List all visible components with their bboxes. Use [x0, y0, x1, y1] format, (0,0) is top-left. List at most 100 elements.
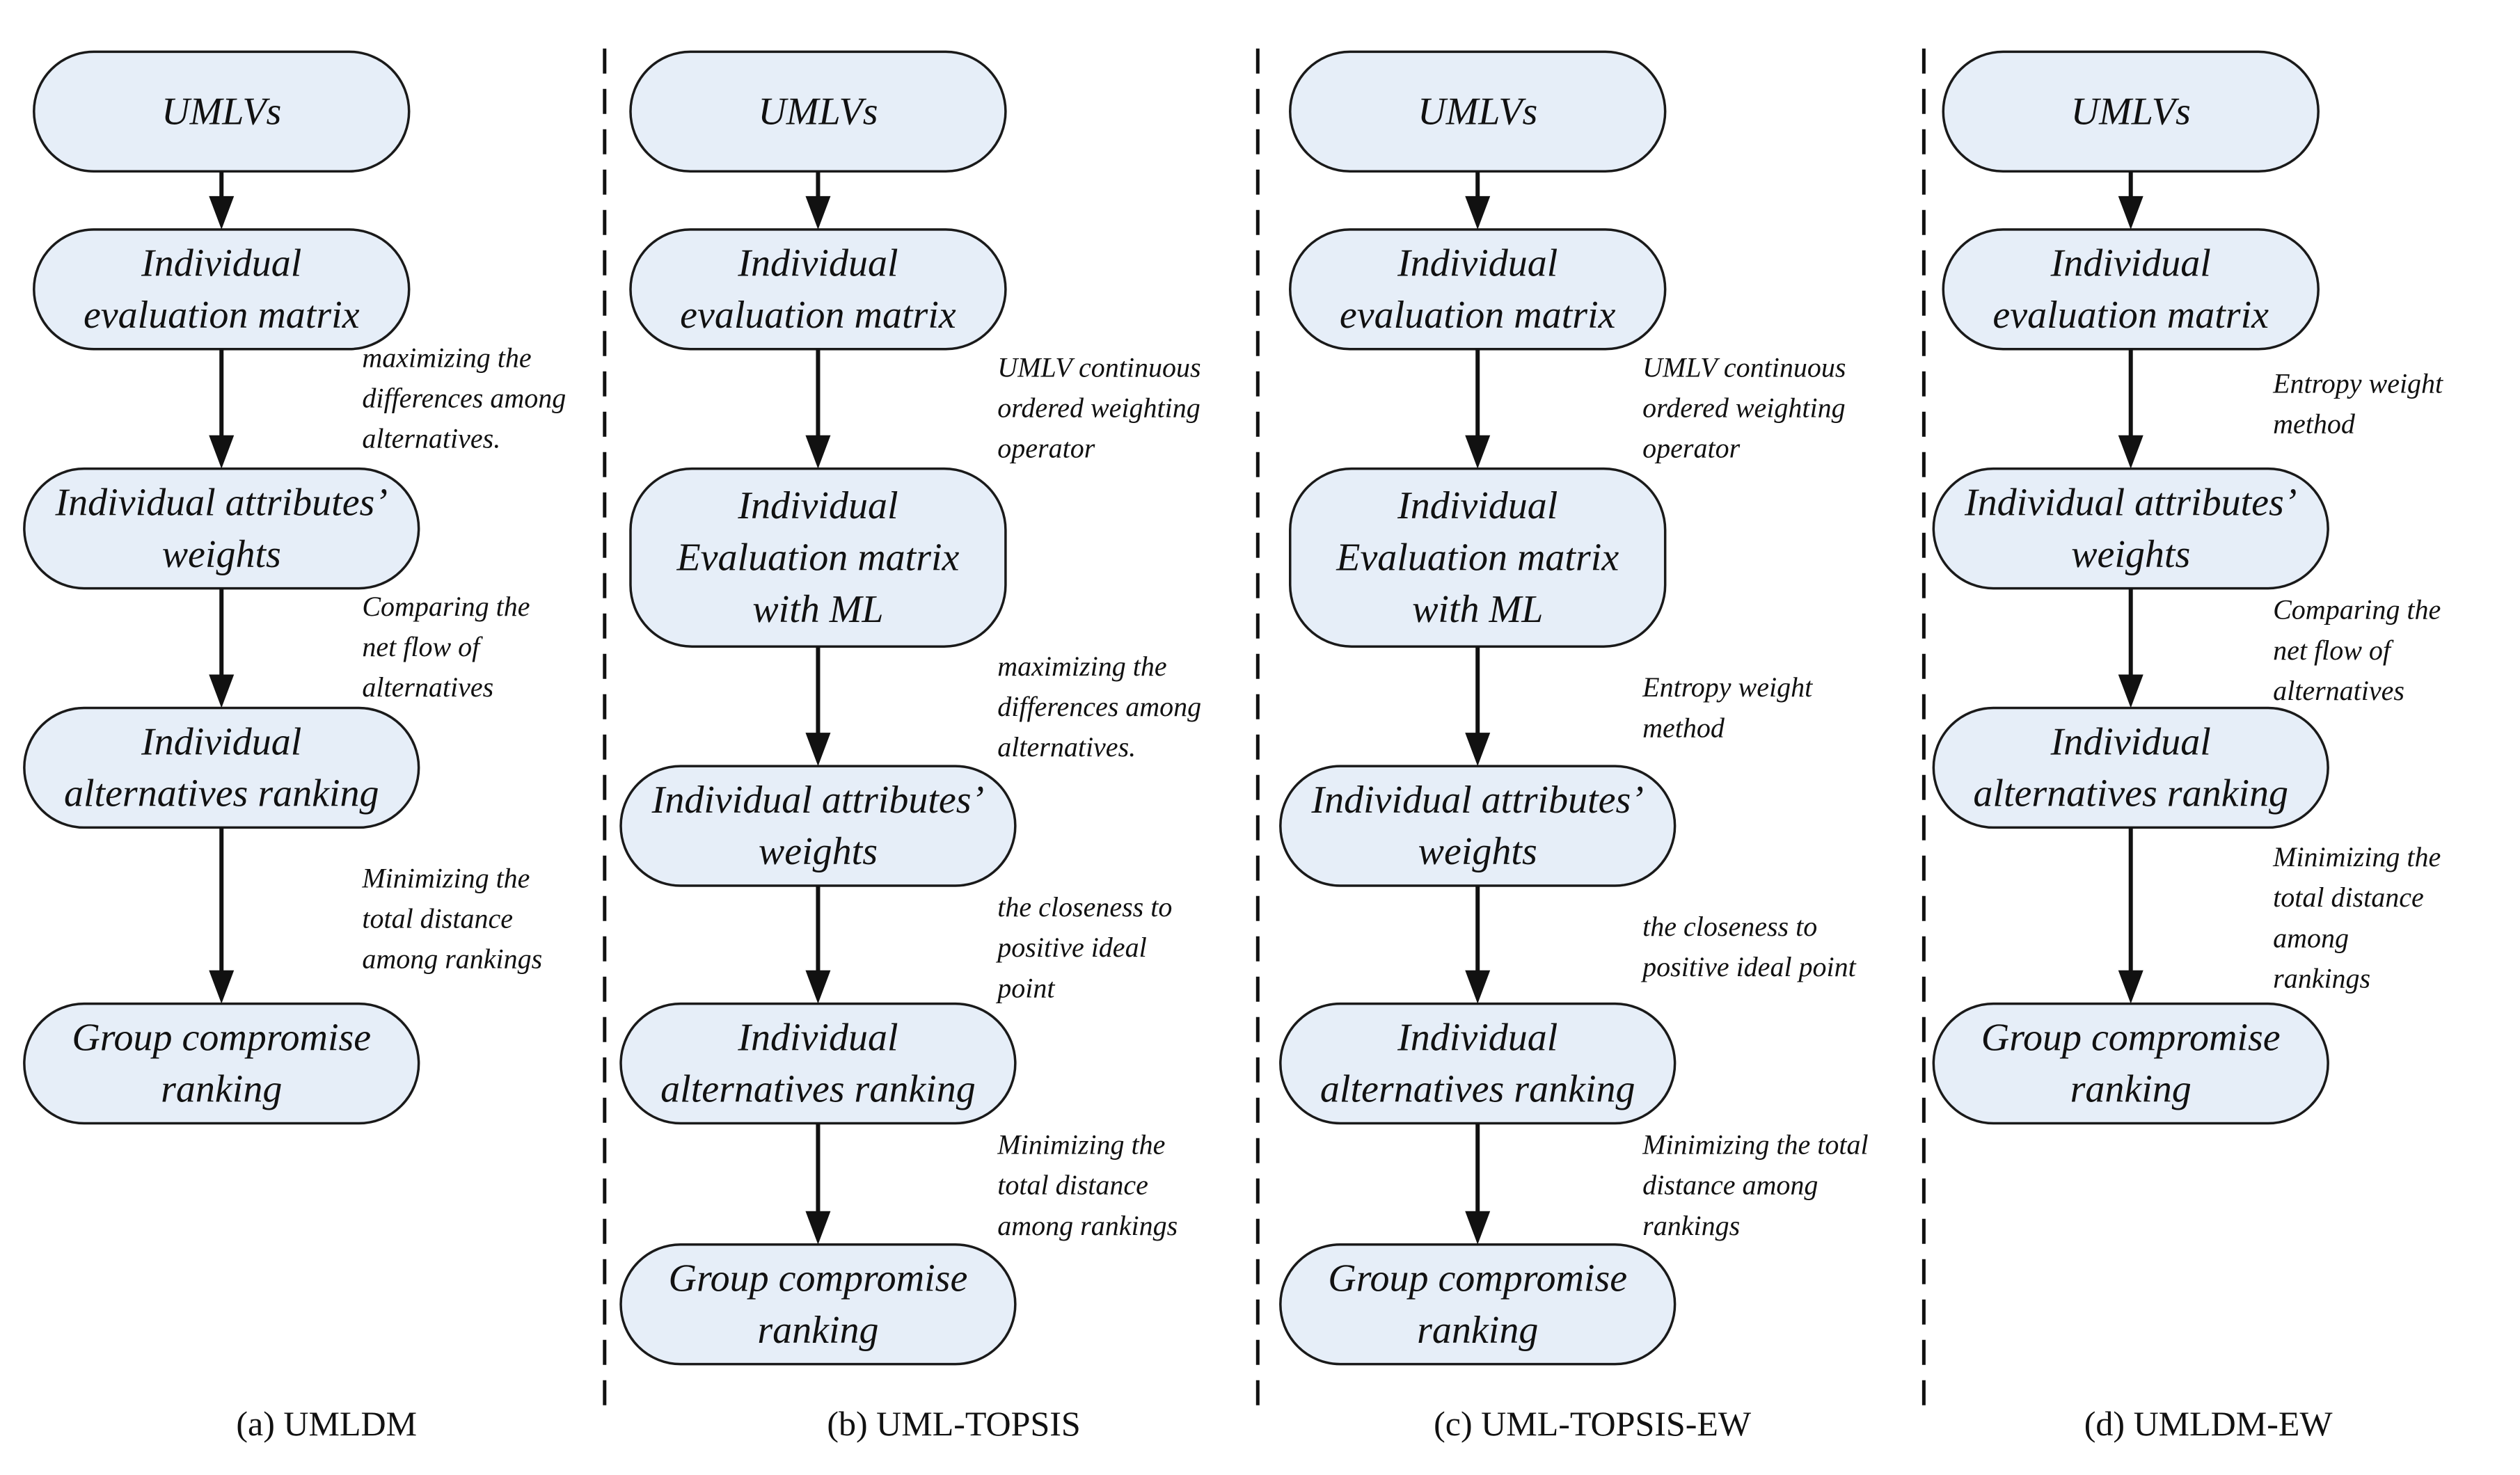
node-label: weights [2071, 533, 2190, 576]
annotation-line: Entropy weight [1642, 671, 1813, 703]
annotation-line: operator [1642, 432, 1740, 463]
annotation-line: positive ideal [995, 932, 1146, 963]
arrow-b-4 [805, 1123, 831, 1245]
node-label: Individual attributes’ [1964, 481, 2297, 524]
annotation-line: method [2273, 408, 2356, 440]
node-label: Individual [737, 1016, 898, 1059]
annotation-line: differences among [997, 691, 1201, 722]
annotation-line: Minimizing the total [1642, 1129, 1868, 1161]
annotation-line: method [1642, 712, 1725, 743]
node-label: ranking [757, 1309, 878, 1352]
arrow-b-1 [805, 349, 831, 469]
node-label: weights [759, 830, 878, 873]
node-label: Group compromise [1328, 1257, 1627, 1300]
arrow-a-3 [209, 827, 235, 1004]
node-label: Individual attributes’ [1310, 779, 1644, 822]
node-label: Individual [141, 242, 301, 285]
arrow-d-2 [2118, 588, 2143, 708]
node-b-4: Individual alternatives ranking [619, 1002, 1017, 1125]
node-b-0: UMLVs [629, 50, 1007, 173]
node-b-3: Individual attributes’weights [619, 765, 1017, 887]
node-label: Individual [1397, 1016, 1558, 1059]
node-c-1: Individual evaluation matrix [1289, 228, 1667, 351]
annotation-line: the closeness to [997, 891, 1172, 923]
node-label: ranking [2070, 1068, 2192, 1111]
node-label: Evaluation matrix [1336, 536, 1619, 579]
arrow-c-0 [1465, 171, 1491, 230]
node-label: evaluation matrix [1340, 294, 1616, 337]
node-label: UMLVs [2071, 90, 2191, 133]
node-label: ranking [1417, 1309, 1538, 1352]
annotation-c-1: Entropy weight method [1642, 671, 1813, 743]
node-label: with ML [752, 588, 883, 631]
node-label: weights [162, 533, 281, 576]
node-c-3: Individual attributes’weights [1279, 765, 1677, 887]
node-label: Individual [1397, 484, 1558, 527]
annotation-line: Minimizing the [2272, 841, 2441, 872]
node-label: Group compromise [72, 1016, 371, 1059]
node-label: Individual [737, 242, 898, 285]
arrow-c-4 [1465, 1123, 1491, 1245]
node-label: UMLVs [1418, 90, 1537, 133]
arrow-b-2 [805, 646, 831, 767]
annotation-d-2: Minimizing the total distance among ranking… [2272, 841, 2441, 994]
arrow-d-0 [2118, 171, 2143, 230]
annotation-line: total distance [2273, 882, 2424, 913]
node-d-3: Individual alternatives ranking [1932, 706, 2329, 829]
annotation-line: ordered weighting [997, 392, 1200, 423]
node-label: alternatives ranking [64, 772, 379, 815]
node-b-1: Individual evaluation matrix [629, 228, 1007, 351]
node-c-4: Individual alternatives ranking [1279, 1002, 1677, 1125]
arrow-b-0 [805, 171, 831, 230]
caption-b: (b) UML-TOPSIS [827, 1404, 1080, 1443]
annotation-line: rankings [2273, 962, 2370, 994]
node-label: alternatives ranking [660, 1068, 976, 1111]
annotation-line: net flow of [362, 631, 483, 662]
node-a-0: UMLVs [33, 50, 411, 173]
node-label: Group compromise [1981, 1016, 2281, 1059]
annotation-line: operator [997, 432, 1095, 463]
node-label: with ML [1412, 588, 1543, 631]
node-label: alternatives ranking [1973, 772, 2288, 815]
node-b-5: Group compromise ranking [619, 1243, 1017, 1366]
node-label: Group compromise [669, 1257, 968, 1300]
annotation-line: among [2273, 922, 2349, 953]
annotation-line: maximizing the [997, 651, 1166, 682]
arrow-d-3 [2118, 827, 2143, 1004]
node-label: evaluation matrix [680, 294, 956, 337]
node-label: Individual [2050, 720, 2211, 763]
node-label: Individual [737, 484, 898, 527]
node-c-5: Group compromise ranking [1279, 1243, 1677, 1366]
node-d-4: Group compromise ranking [1932, 1002, 2329, 1125]
annotation-line: the closeness to [1642, 911, 1817, 942]
annotation-b-2: the closeness to positive ideal point [995, 891, 1172, 1003]
node-label: alternatives ranking [1320, 1068, 1635, 1111]
annotation-line: UMLV continuous [1642, 351, 1846, 383]
arrow-c-1 [1465, 349, 1491, 469]
annotation-line: point [995, 972, 1055, 1003]
annotation-line: total distance [362, 902, 513, 934]
annotation-line: ordered weighting [1642, 392, 1845, 423]
annotation-line: Comparing the [2273, 594, 2441, 625]
node-label: Individual [1397, 242, 1558, 285]
caption-d: (d) UMLDM-EW [2084, 1404, 2333, 1443]
annotation-line: alternatives [2273, 675, 2404, 706]
arrow-b-3 [805, 886, 831, 1004]
annotation-line: Minimizing the [361, 862, 530, 893]
annotation-line: UMLV continuous [997, 351, 1200, 383]
node-d-0: UMLVs [1942, 50, 2320, 173]
annotation-line: alternatives [362, 671, 493, 703]
